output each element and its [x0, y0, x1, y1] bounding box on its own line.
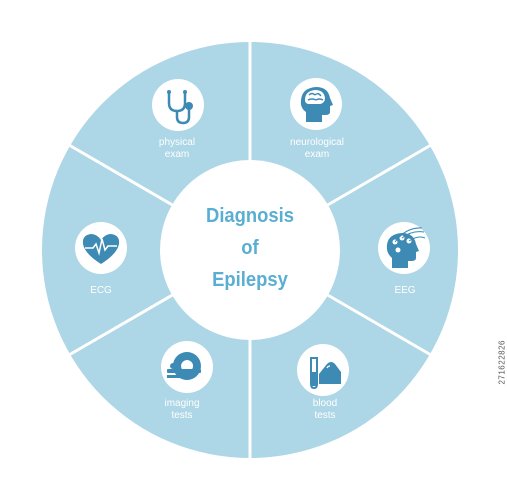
diagram-title: Diagnosis of Epilepsy	[180, 200, 320, 296]
center-circle	[160, 160, 340, 340]
title-line-1: Diagnosis	[206, 205, 294, 227]
segment-label-line: ECG	[90, 285, 112, 296]
mri-scanner-icon	[161, 341, 213, 393]
segment-label-line: physical	[158, 137, 196, 148]
brain-head-icon	[290, 78, 342, 130]
segment-label-line: tests	[171, 410, 193, 421]
segment-label-line: EEG	[394, 285, 416, 296]
segment-label-blood-tests: blood tests	[270, 398, 380, 422]
segment-label-line: exam	[164, 149, 190, 160]
segment-label-neurological-exam: neurological exam	[262, 137, 372, 161]
segment-label-ecg: ECG	[46, 285, 156, 297]
segment-separators	[68, 40, 432, 460]
segment-label-eeg: EEG	[350, 285, 460, 297]
stock-image-id: 271622826	[498, 340, 507, 385]
segment-label-line: neurological	[290, 137, 344, 148]
segment-label-imaging-tests: imaging tests	[127, 398, 237, 422]
segment-label-line: imaging	[164, 398, 200, 409]
stethoscope-icon	[152, 79, 204, 131]
heart-ecg-icon	[75, 222, 127, 274]
segment-label-physical-exam: physical exam	[122, 137, 232, 161]
segment-label-line: tests	[314, 410, 336, 421]
segment-label-line: blood	[312, 398, 338, 409]
segment-label-line: exam	[304, 149, 330, 160]
blood-tube-icon	[297, 344, 349, 396]
title-line-3: Epilepsy	[212, 269, 288, 291]
title-line-2: of	[241, 237, 259, 259]
eeg-head-icon	[378, 222, 430, 274]
